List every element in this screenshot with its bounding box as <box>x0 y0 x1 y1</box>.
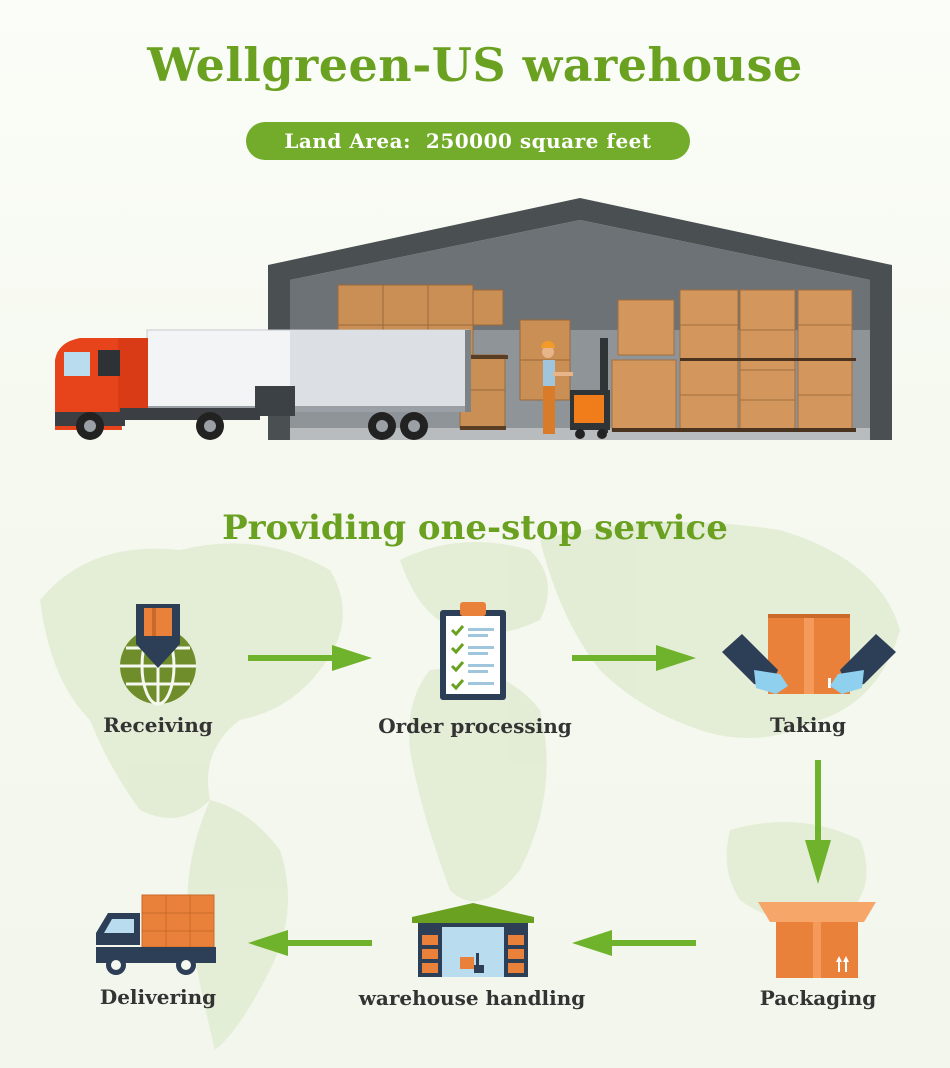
service-title: Providing one-stop service <box>222 508 728 548</box>
clipboard-checklist-icon <box>440 602 506 700</box>
step-label-delivering: Delivering <box>99 985 217 1009</box>
land-area-value: 250000 square feet <box>425 129 652 153</box>
delivery-truck-icon <box>96 894 216 975</box>
step-label-taking: Taking <box>770 713 846 737</box>
arrow-down-icon <box>805 760 831 884</box>
truck <box>55 329 471 440</box>
arrow-right-icon <box>248 645 372 671</box>
pallet-jack <box>570 338 610 439</box>
world-map-background <box>40 522 900 1050</box>
arrow-left-icon <box>572 930 696 956</box>
arrow-left-icon <box>248 930 372 956</box>
step-label-packaging: Packaging <box>759 986 877 1010</box>
hands-box-icon <box>722 614 896 694</box>
open-box-icon <box>758 902 876 978</box>
arrow-right-icon <box>572 645 696 671</box>
page-title: Wellgreen-US warehouse <box>147 38 803 92</box>
warehouse-forklift-icon <box>412 903 534 977</box>
globe-pin-icon <box>120 604 196 706</box>
warehouse-scene-illustration <box>55 198 892 440</box>
land-area-label: Land Area: <box>284 129 411 153</box>
step-label-order-processing: Order processing <box>378 714 572 738</box>
worker-figure <box>541 341 573 434</box>
step-label-warehouse-handling: warehouse handling <box>358 986 586 1010</box>
land-area-badge: Land Area: 250000 square feet <box>246 122 690 160</box>
step-label-receiving: Receiving <box>103 713 213 737</box>
